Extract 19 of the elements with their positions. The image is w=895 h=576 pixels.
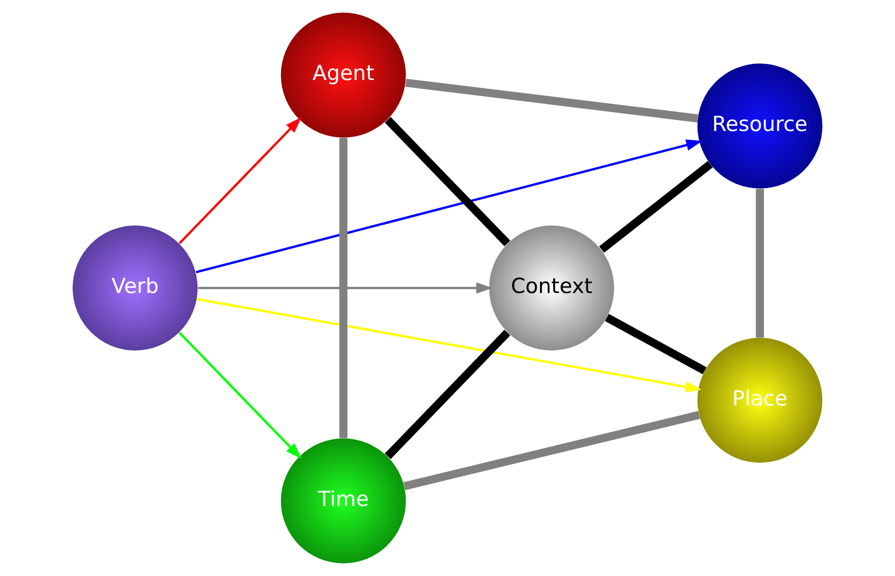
connector — [384, 116, 510, 246]
connector — [405, 78, 698, 122]
connector — [599, 160, 713, 253]
arrow — [196, 298, 702, 392]
arrow — [178, 332, 302, 459]
arrow — [198, 282, 492, 294]
connector — [604, 314, 707, 374]
node-circle: Resource — [697, 64, 822, 188]
node-circle: Agent — [280, 12, 406, 138]
arrow — [196, 139, 702, 274]
connector — [339, 138, 348, 438]
connector — [756, 188, 764, 338]
node-circle: Time — [280, 438, 406, 564]
node-circle: Context — [489, 226, 614, 350]
connector — [403, 411, 700, 490]
connector — [384, 330, 510, 460]
node-circle: Place — [697, 338, 822, 463]
arrow — [178, 117, 302, 244]
node-circle: Verb — [72, 226, 198, 350]
